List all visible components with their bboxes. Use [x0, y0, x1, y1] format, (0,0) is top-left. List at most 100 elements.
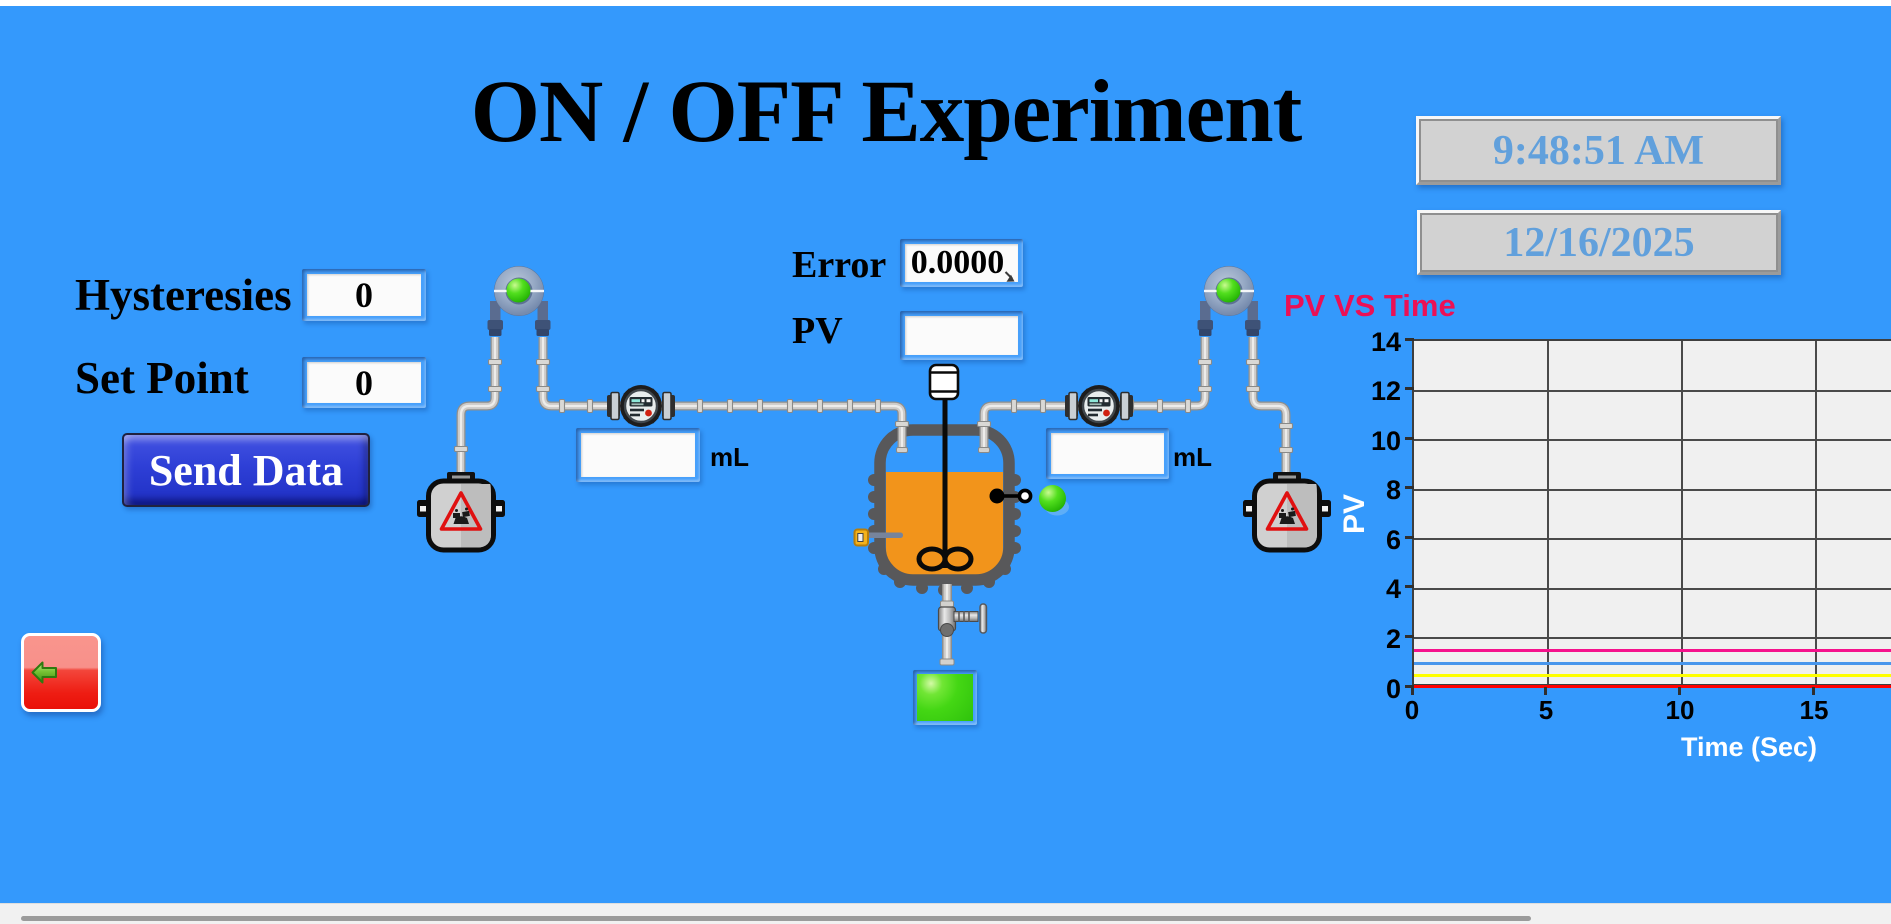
pipe-network: [461, 337, 1286, 661]
page-title: ON / OFF Experiment: [470, 63, 1303, 161]
chart-series-red-line: [1414, 685, 1891, 689]
chart-gridline-y: [1414, 389, 1891, 392]
error-value[interactable]: 0.0000: [905, 244, 1018, 282]
chart-y-tick-label: 0: [1385, 673, 1401, 704]
valve-indicator: [913, 670, 977, 725]
pipe-coupling: [487, 385, 503, 393]
pipe-coupling: [1066, 398, 1074, 414]
chart-series-blue-line: [1414, 661, 1891, 665]
pipe-coupling: [726, 398, 734, 414]
chart-series-magenta-line: [1414, 649, 1891, 653]
pipe-coupling: [535, 385, 551, 393]
chart-y-tick-mark: [1405, 535, 1414, 539]
setpoint-label: Set Point: [75, 353, 249, 403]
pipe-coupling: [558, 398, 566, 414]
pipe-coupling: [586, 398, 594, 414]
horizontal-scrollbar-track[interactable]: [0, 903, 1891, 924]
setpoint-value[interactable]: 0: [307, 362, 421, 403]
level-lamp-icon: [1039, 485, 1069, 516]
chart-x-tick-label: 5: [1538, 695, 1554, 725]
pipe-coupling: [874, 398, 882, 414]
send-data-button-label: Send Data: [148, 445, 344, 495]
setpoint-input[interactable]: 0: [302, 357, 426, 408]
flow-meter-left-icon: [607, 385, 675, 427]
chart-gridline-y: [1414, 637, 1891, 640]
level-sensor-icon: [989, 488, 1033, 504]
flow-meter-right-icon: [1065, 385, 1133, 427]
chart-y-tick-mark: [1405, 684, 1414, 688]
chart-y-tick-label: 6: [1385, 524, 1401, 555]
pipe-coupling: [1184, 398, 1192, 414]
chart-y-tick-label: 14: [1370, 326, 1401, 357]
pv-label: PV: [792, 310, 843, 352]
left-volume-unit-label: mL: [710, 442, 749, 472]
chart-x-tick-mark: [1812, 687, 1816, 695]
chart-x-tick-label: 15: [1799, 695, 1829, 725]
pipe-coupling: [816, 398, 824, 414]
pipe-coupling: [1197, 385, 1213, 393]
pipe-coupling: [756, 398, 764, 414]
time-value: 9:48:51 AM: [1492, 127, 1705, 174]
hysteresis-label: Hysteresies: [75, 270, 292, 320]
pipe-coupling: [1127, 398, 1135, 414]
chart-title: PV VS Time: [1284, 288, 1456, 323]
error-label: Error: [792, 244, 887, 286]
horizontal-scrollbar-thumb[interactable]: [21, 916, 1531, 921]
send-data-button[interactable]: Send Data: [122, 433, 370, 507]
pipe-coupling: [1245, 358, 1261, 366]
back-arrow-icon: [31, 661, 57, 684]
stirrer-icon: [916, 398, 974, 572]
pv-time-chart: [1412, 339, 1891, 689]
left-volume-value[interactable]: [581, 433, 695, 477]
reactor-tank-icon: [868, 424, 1021, 596]
pipe-coupling: [1010, 398, 1018, 414]
date-display: 12/16/2025: [1417, 210, 1781, 275]
chart-gridline-y: [1414, 439, 1891, 442]
chart-y-tick-mark: [1405, 387, 1414, 391]
chart-y-tick-mark: [1405, 486, 1414, 490]
chart-y-tick-label: 8: [1385, 475, 1401, 506]
time-display: 9:48:51 AM: [1416, 116, 1781, 185]
stirrer-motor-icon: [928, 363, 960, 401]
error-indicator[interactable]: 0.0000: [900, 239, 1023, 287]
chart-y-tick-label: 2: [1385, 623, 1401, 654]
chemical-container-left-icon: [417, 472, 505, 553]
chemical-container-right-icon: [1243, 472, 1331, 553]
pipe-coupling: [976, 420, 992, 428]
drain-valve-icon: [937, 603, 988, 637]
chart-gridline-x: [1680, 341, 1683, 684]
left-volume-indicator[interactable]: [576, 428, 700, 482]
tank-nubs: [868, 474, 1021, 596]
back-button[interactable]: [21, 633, 101, 712]
valve-indicator-lamp: [917, 674, 973, 721]
pipe-coupling: [535, 358, 551, 366]
chart-y-tick-label: 4: [1385, 574, 1401, 605]
pipe-coupling: [786, 398, 794, 414]
date-value: 12/16/2025: [1503, 219, 1695, 266]
chart-gridline-y: [1414, 488, 1891, 491]
pipe-coupling: [1197, 358, 1213, 366]
pipe-coupling: [1245, 385, 1261, 393]
pv-value[interactable]: [905, 316, 1018, 355]
pipe-coupling: [487, 358, 503, 366]
chart-y-tick-mark: [1405, 585, 1414, 589]
right-volume-value[interactable]: [1051, 433, 1164, 474]
pipe-coupling: [1278, 446, 1294, 454]
hysteresis-input[interactable]: 0: [302, 269, 426, 321]
chart-gridline-x: [1814, 341, 1817, 684]
pv-indicator[interactable]: [900, 311, 1023, 360]
pipe-coupling: [696, 398, 704, 414]
tank-liquid: [886, 472, 1003, 575]
chart-x-tick-label: 0: [1404, 695, 1420, 725]
chart-x-tick-mark: [1410, 687, 1414, 695]
chart-y-tick-mark: [1405, 337, 1414, 341]
chart-x-tick-mark: [1544, 687, 1548, 695]
chart-series-yellow-line: [1414, 674, 1891, 678]
pipe-coupling: [1039, 398, 1047, 414]
top-border-strip: [0, 0, 1891, 6]
chart-gridline-y: [1414, 587, 1891, 590]
right-volume-indicator[interactable]: [1046, 428, 1169, 479]
pipe-coupling: [846, 398, 854, 414]
hysteresis-value[interactable]: 0: [307, 274, 421, 316]
